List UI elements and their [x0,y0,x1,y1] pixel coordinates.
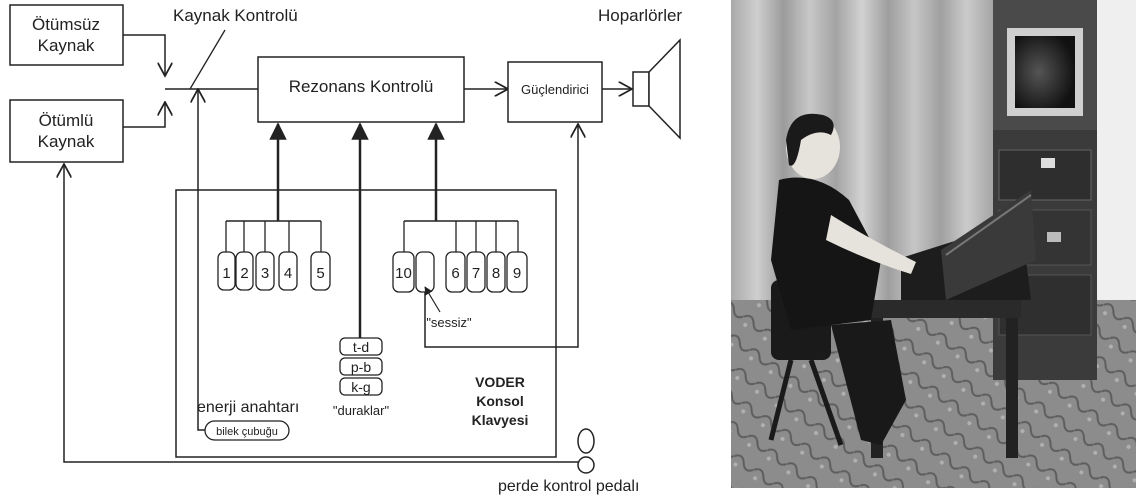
quiet-to-amplifier-line [425,124,578,347]
voiced-source-box [10,100,123,162]
energy-switch-line [198,89,205,430]
key-2-label: 2 [240,265,248,282]
switch-lever [190,30,225,89]
energy-switch-label: enerji anahtarı [197,399,299,416]
key-10-label: 10 [395,265,412,282]
key-3-label: 3 [261,265,269,282]
key-1-label: 1 [222,265,230,282]
quiet-key[interactable] [416,252,434,292]
unvoiced-source-label-2: Kaynak [38,36,95,55]
pedal-label: perde kontrol pedalı [498,478,639,495]
key-9-label: 9 [513,265,521,282]
console-label-2: Konsol [476,393,523,409]
wrist-bar-label: bilek çubuğu [216,426,278,438]
stop-key-td-label: t-d [353,339,369,355]
source-control-label: Kaynak Kontrolü [173,6,298,25]
left-key-stems [226,221,321,252]
voiced-source-line [123,102,165,127]
resonance-control-label: Rezonans Kontrolü [289,77,434,96]
key-7-label: 7 [472,265,480,282]
key-8-label: 8 [492,265,500,282]
voder-block-diagram: Ötümsüz Kaynak Ötümlü Kaynak Kaynak Kont… [0,0,720,500]
key-4-label: 4 [284,265,292,282]
unvoiced-source-box [10,5,123,65]
right-key-stems [404,221,518,252]
console-label-1: VODER [475,374,525,390]
voiced-source-label-2: Kaynak [38,132,95,151]
stop-key-kg-label: k-g [351,379,370,395]
key-5-label: 5 [316,265,324,282]
key-6-label: 6 [451,265,459,282]
unvoiced-source-label-1: Ötümsüz [32,15,100,34]
quiet-label: "sessiz" [426,315,472,330]
pedal-icon[interactable] [578,429,594,473]
voiced-source-label-1: Ötümlü [39,111,94,130]
console-label-3: Klavyesi [472,412,529,428]
stops-label: "duraklar" [333,403,390,418]
voder-operator-photo [731,0,1136,488]
stop-key-pb-label: p-b [351,359,371,375]
speaker-icon [633,40,680,138]
unvoiced-source-line [123,35,165,76]
speakers-label: Hoparlörler [598,6,682,25]
amplifier-label: Güçlendirici [521,82,589,97]
